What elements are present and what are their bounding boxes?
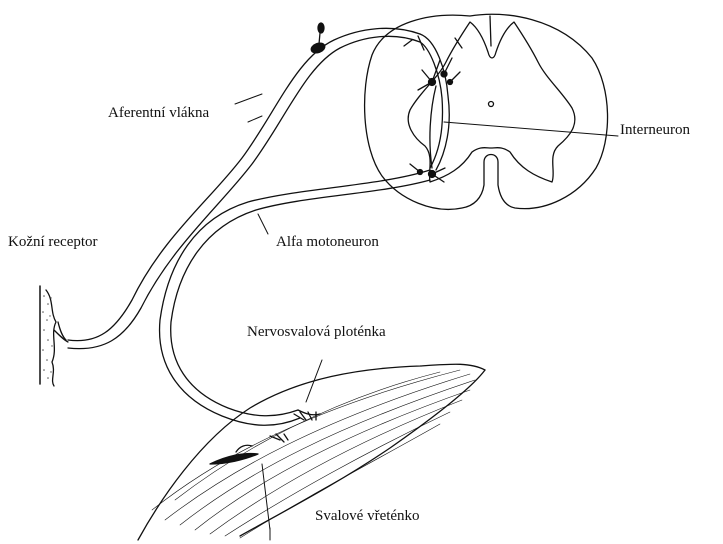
muscle <box>138 364 485 540</box>
label-interneuron: Interneuron <box>620 121 690 139</box>
afferent-fiber <box>68 23 449 349</box>
label-skin-receptor: Kožní receptor <box>8 233 98 251</box>
skin-receptor <box>40 286 68 386</box>
label-afferent-fibers: Aferentní vlákna <box>108 104 209 122</box>
label-muscle-spindle: Svalové vřeténko <box>315 507 420 525</box>
spinal-cord-section <box>365 14 608 209</box>
skin-stipple <box>42 295 53 379</box>
label-alpha-motoneuron: Alfa motoneuron <box>276 233 379 251</box>
label-neuromuscular-junction: Nervosvalová ploténka <box>247 323 386 341</box>
muscle-spindle <box>210 445 258 464</box>
interneurons <box>404 36 462 168</box>
